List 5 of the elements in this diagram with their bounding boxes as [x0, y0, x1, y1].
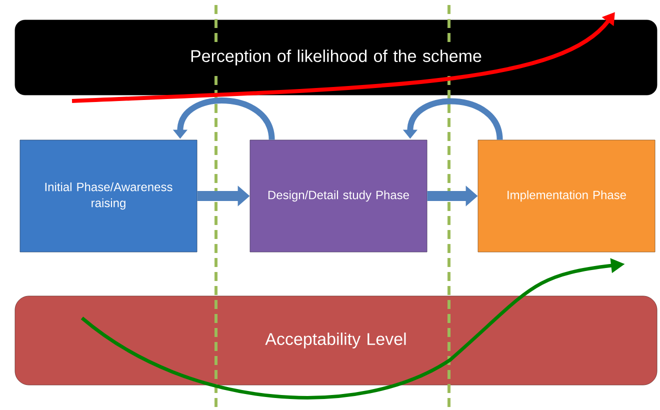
band: Acceptability Level	[14, 296, 658, 386]
phase-box: Implementation Phase	[478, 140, 656, 252]
phase-box: Initial Phase/Awareness raising	[20, 140, 198, 252]
band: Perception of likelihood of the scheme	[14, 20, 658, 96]
phase-box: Design/Detail study Phase	[250, 140, 428, 252]
